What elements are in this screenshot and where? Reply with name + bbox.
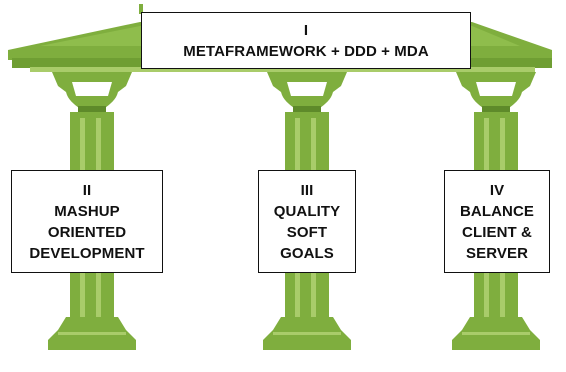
- column-left: [48, 72, 136, 350]
- column-right-capital-inner: [476, 82, 516, 96]
- column-left-base-line: [58, 332, 126, 335]
- column-right-flute-d: [500, 273, 505, 317]
- column-middle-shaft-bottom: [285, 273, 329, 317]
- pillar-line: SOFT: [286, 223, 328, 241]
- column-middle: [263, 72, 351, 350]
- column-right-base-line: [462, 332, 530, 335]
- column-middle-flute-a: [295, 118, 300, 170]
- column-middle-flute-c: [295, 273, 300, 317]
- pillar-line: DEVELOPMENT: [29, 244, 145, 262]
- roof-numeral: I: [303, 21, 309, 39]
- column-middle-neck: [293, 106, 321, 112]
- pillar-line: GOALS: [280, 244, 334, 262]
- pillar-line: ORIENTED: [47, 223, 127, 241]
- pillar-line: SERVER: [465, 244, 528, 262]
- column-middle-base-line: [273, 332, 341, 335]
- column-right-flute-b: [500, 118, 505, 170]
- column-right: [452, 72, 540, 350]
- column-left-shaft-bottom: [70, 273, 114, 317]
- pillar-label-right: IV BALANCE CLIENT & SERVER: [444, 170, 550, 273]
- column-left-shaft-top: [70, 112, 114, 170]
- pillar-numeral: IV: [489, 181, 505, 199]
- roof-apex-mark: [139, 4, 143, 14]
- roof-title: METAFRAMEWORK + DDD + MDA: [183, 42, 429, 60]
- column-left-flute-a: [80, 118, 85, 170]
- pillar-line: CLIENT &: [462, 223, 532, 241]
- pillar-roof-label: I METAFRAMEWORK + DDD + MDA: [141, 12, 471, 69]
- column-middle-flute-d: [311, 273, 316, 317]
- column-left-capital-inner: [72, 82, 112, 96]
- column-middle-capital-inner: [287, 82, 327, 96]
- pillar-numeral: III: [300, 181, 314, 199]
- column-right-neck: [482, 106, 510, 112]
- column-left-neck: [78, 106, 106, 112]
- column-left-flute-c: [80, 273, 85, 317]
- column-right-flute-a: [484, 118, 489, 170]
- column-left-flute-d: [96, 273, 101, 317]
- pillar-line: QUALITY: [273, 202, 341, 220]
- column-middle-flute-b: [311, 118, 316, 170]
- column-middle-shaft-top: [285, 112, 329, 170]
- roof-beam-light: [30, 67, 535, 72]
- pillar-label-middle: III QUALITY SOFT GOALS: [258, 170, 356, 273]
- column-left-flute-b: [96, 118, 101, 170]
- column-right-shaft-bottom: [474, 273, 518, 317]
- pillar-label-left: II MASHUP ORIENTED DEVELOPMENT: [11, 170, 163, 273]
- pillar-line: BALANCE: [459, 202, 535, 220]
- column-right-shaft-top: [474, 112, 518, 170]
- pillar-numeral: II: [82, 181, 92, 199]
- column-right-flute-c: [484, 273, 489, 317]
- pillar-line: MASHUP: [54, 202, 120, 220]
